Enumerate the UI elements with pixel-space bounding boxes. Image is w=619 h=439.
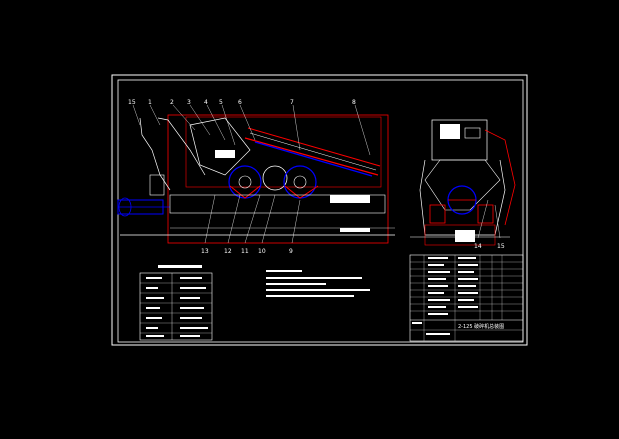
part-number-11: 11 <box>241 248 249 255</box>
title-block-name: 2-125 破碎机总装图 <box>458 323 504 330</box>
part-number-8: 8 <box>352 99 356 106</box>
part-number-7: 7 <box>290 99 294 106</box>
part-number-13: 13 <box>201 248 209 255</box>
technical-notes <box>266 270 370 297</box>
part-number-15: 15 <box>128 99 136 106</box>
part-number-15-side: 15 <box>497 243 505 250</box>
part-number-10: 10 <box>258 248 266 255</box>
title-block <box>409 254 524 342</box>
part-number-14: 14 <box>474 243 482 250</box>
part-number-6: 6 <box>238 99 242 106</box>
part-number-9: 9 <box>289 248 293 255</box>
side-view <box>410 119 516 246</box>
spec-table <box>139 265 213 341</box>
part-number-3: 3 <box>187 99 191 106</box>
inner-frame <box>117 79 524 343</box>
part-number-5: 5 <box>219 99 223 106</box>
part-number-2: 2 <box>170 99 174 106</box>
outer-frame <box>111 74 528 346</box>
part-number-1: 1 <box>148 99 152 106</box>
part-number-4: 4 <box>204 99 208 106</box>
main-elevation-view <box>117 104 395 244</box>
part-number-12: 12 <box>224 248 232 255</box>
